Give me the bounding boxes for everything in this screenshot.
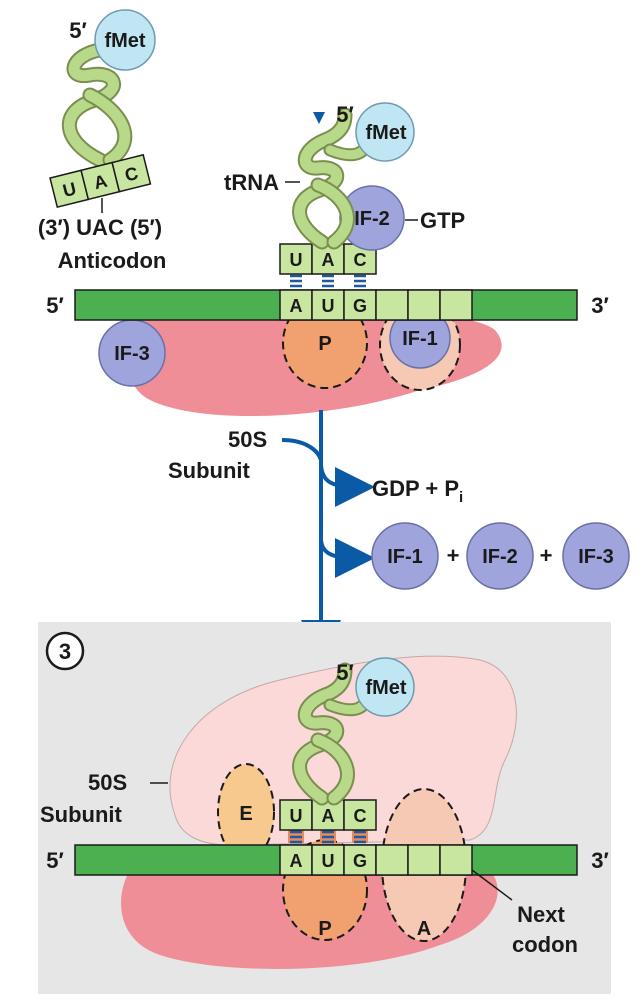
factor-release-arrow [319,537,375,578]
initiation-complex-top: P IF-1 IF-3 A U G 5′ 3′ U A C [46,102,609,417]
released-if3-label: IF-3 [578,546,614,568]
step3-number-circle [45,631,85,671]
p-site-bottom-label: P [318,918,331,940]
if1-label-top: IF-1 [402,328,438,350]
released-if2-circle [466,522,534,590]
if3-label-top: IF-3 [114,343,150,365]
mrna-top-3prime: 3′ [591,293,609,318]
fmet-label: fMet [104,30,145,52]
codon-g-bottom: G [353,851,367,871]
step3-subunit: Subunit [40,802,123,827]
trna-label: tRNA [224,170,279,195]
mrna-top-5prime: 5′ [46,293,64,318]
codon-u-top: U [322,296,335,316]
anticodon-a-bottom: A [322,806,335,826]
anticodon-u-bottom: U [290,806,303,826]
free-anticodon-boxes: U A C [49,153,152,209]
codon-u-bottom: U [322,851,335,871]
released-if1-circle [371,522,439,590]
codon-g-top: G [353,296,367,316]
next-codon-line1: Next [517,902,565,927]
released-if2-label: IF-2 [482,546,518,568]
base-pairs-top [290,274,366,288]
gdp-pi-label: GDP + Pi [372,476,463,506]
mrna-bottom-5prime: 5′ [46,848,64,873]
if2-label-top: IF-2 [354,208,390,230]
fmet-circle-top [355,102,415,162]
anticodon-label: Anticodon [58,248,167,273]
free-anticodon-u: U [61,178,78,201]
codon-a-bottom: A [290,851,303,871]
released-if3-circle [562,522,630,590]
anticodon-a-top: A [322,250,335,270]
step3-50s: 50S [88,770,127,795]
gdp-release-arrow [319,464,375,507]
plus-2: + [540,543,553,568]
p-site-top-label: P [318,333,331,355]
fmet-label-top: fMet [365,122,406,144]
free-trna: fMet 5′ U A C (3′) UAC (5′) Anticodon [38,9,167,273]
base-pairs-bottom [288,830,368,844]
transition-arrows: 50S Subunit GDP + Pi IF-1 + IF-2 + IF-3 [168,410,630,660]
gtp-label: GTP [420,208,465,233]
step3-number: 3 [59,639,71,664]
fmet-circle [94,9,156,71]
step3-panel: 3 E P A A U G 5′ 3′ [38,622,611,994]
e-site-label: E [239,803,252,825]
transition-50s: 50S [228,427,267,452]
trna-top-5prime: 5′ [336,102,354,127]
fmet-label-bottom: fMet [365,677,406,699]
anticodon-c-top: C [354,250,367,270]
anticodon-u-top: U [290,250,303,270]
codon-a-top: A [290,296,303,316]
anticodon-c-bottom: C [354,806,367,826]
plus-1: + [447,543,460,568]
free-trna-5prime: 5′ [69,18,87,43]
trna-5prime-arrow [313,112,325,124]
transition-subunit: Subunit [168,458,251,483]
anticodon-polarity: (3′) UAC (5′) [38,215,162,240]
released-if1-label: IF-1 [387,546,423,568]
if2-circle-top [339,185,405,251]
e-site [217,763,275,861]
trna-bottom-5prime: 5′ [336,660,354,685]
a-site-label: A [417,918,431,940]
free-anticodon-c: C [123,163,140,186]
free-anticodon-a: A [92,171,109,194]
mrna-bottom-3prime: 3′ [591,848,609,873]
subunit-join-arrow [281,438,323,461]
fmet-circle-bottom [355,657,415,717]
next-codon-line2: codon [512,932,578,957]
